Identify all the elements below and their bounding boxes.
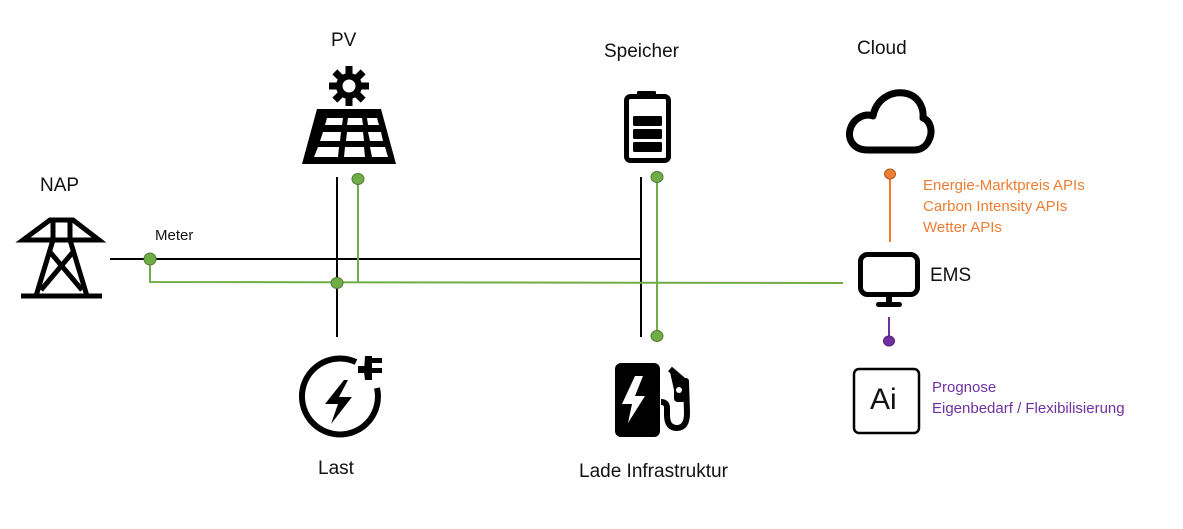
speicher-dot[interactable] bbox=[650, 171, 664, 183]
last-label: Last bbox=[318, 458, 354, 479]
pv-label: PV bbox=[331, 30, 357, 51]
ev-charger-icon[interactable] bbox=[615, 363, 690, 437]
ai-icon[interactable] bbox=[852, 367, 921, 435]
ai-notes: Prognose Eigenbedarf / Flexibilisierung bbox=[932, 377, 1125, 419]
speicher-label: Speicher bbox=[604, 41, 679, 62]
cloud-label: Cloud bbox=[857, 38, 907, 59]
lade-dot[interactable] bbox=[650, 330, 664, 342]
monitor-icon[interactable] bbox=[858, 252, 920, 308]
api-item: Energie-Marktpreis APIs bbox=[923, 177, 1085, 194]
lade-infrastruktur-label: Lade Infrastruktur bbox=[579, 461, 728, 482]
nap-label: NAP bbox=[40, 175, 80, 196]
plug-load-icon[interactable] bbox=[298, 355, 382, 438]
data-lines bbox=[149, 177, 844, 336]
battery-icon[interactable] bbox=[624, 91, 671, 163]
connection-dots bbox=[143, 168, 896, 347]
api-item: Wetter APIs bbox=[923, 219, 1002, 236]
cloud-dot[interactable] bbox=[884, 168, 896, 180]
api-item: Carbon Intensity APIs bbox=[923, 198, 1068, 215]
cloud-icon[interactable] bbox=[846, 89, 935, 154]
pv-dot[interactable] bbox=[351, 173, 365, 185]
last-bus-dot[interactable] bbox=[330, 277, 344, 289]
cloud-api-list: Energie-Marktpreis APIs Carbon Intensity… bbox=[923, 175, 1085, 238]
ai-dot[interactable] bbox=[883, 335, 895, 347]
solar-panel-icon[interactable] bbox=[302, 66, 396, 164]
ai-label: Ai bbox=[870, 383, 897, 416]
data-line-meter-ems bbox=[149, 259, 844, 284]
meter-dot[interactable] bbox=[143, 252, 157, 266]
meter-label: Meter bbox=[155, 227, 194, 244]
ems-label: EMS bbox=[930, 265, 972, 286]
ai-note-item: Eigenbedarf / Flexibilisierung bbox=[932, 400, 1125, 417]
ai-note-item: Prognose bbox=[932, 379, 997, 396]
gear-icon bbox=[329, 66, 369, 106]
power-tower-icon[interactable] bbox=[15, 217, 107, 299]
power-lines bbox=[110, 177, 642, 337]
